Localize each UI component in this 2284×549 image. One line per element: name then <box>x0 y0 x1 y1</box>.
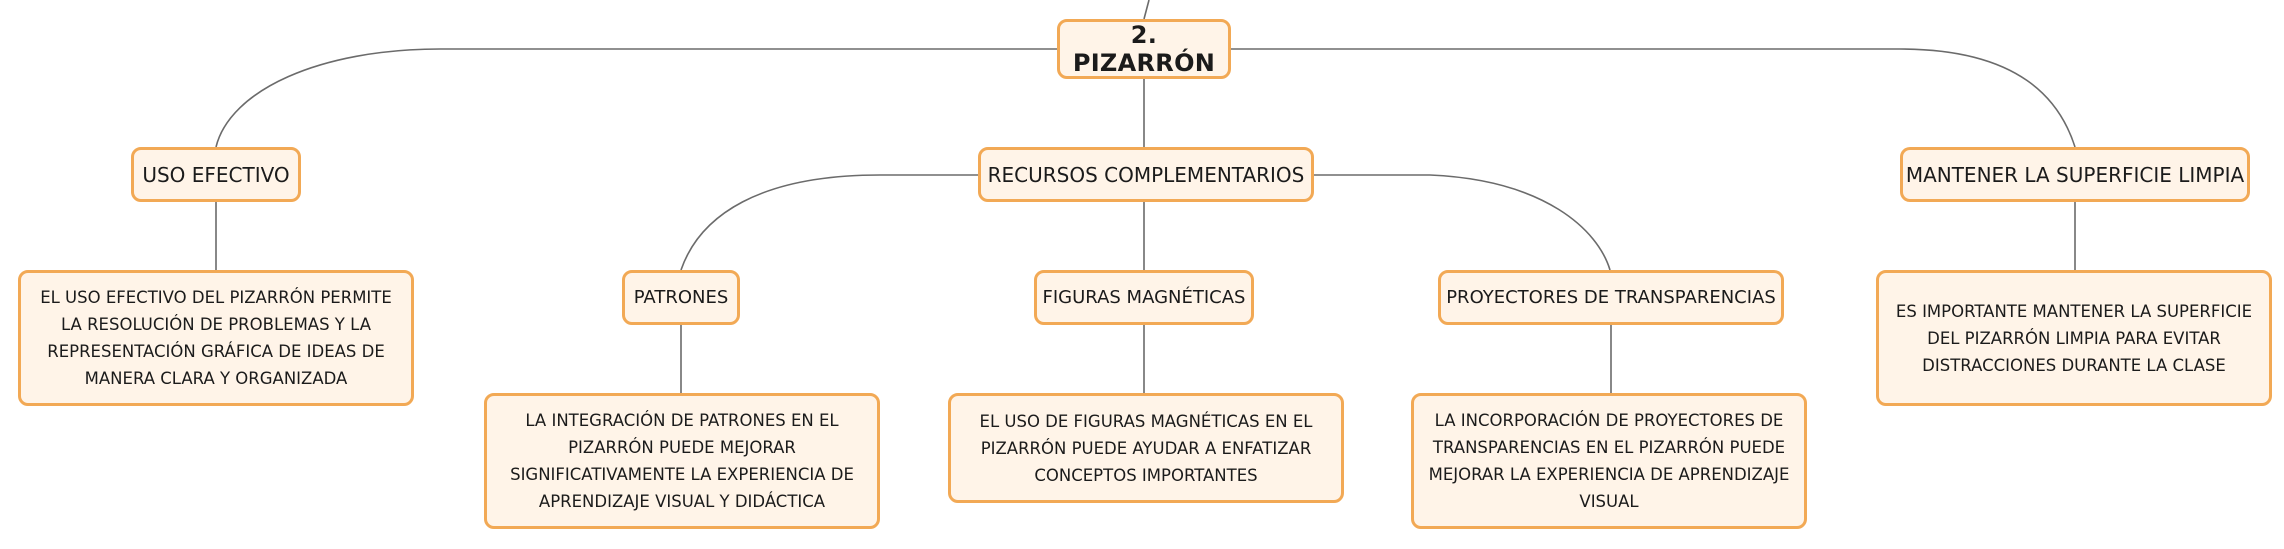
note-mantener-superficie[interactable]: ES IMPORTANTE MANTENER LA SUPERFICIE DEL… <box>1876 270 2272 406</box>
central-topic-node[interactable]: 2. PIZARRÓN <box>1057 19 1231 79</box>
connector-root-to-mantener <box>1231 48 2076 148</box>
note-uso-efectivo-text: EL USO EFECTIVO DEL PIZARRÓN PERMITE LA … <box>40 288 392 388</box>
note-figuras-magneticas[interactable]: EL USO DE FIGURAS MAGNÉTICAS EN EL PIZAR… <box>948 393 1344 503</box>
note-proyectores-transparencias[interactable]: LA INCORPORACIÓN DE PROYECTORES DE TRANS… <box>1411 393 1807 529</box>
note-patrones[interactable]: LA INTEGRACIÓN DE PATRONES EN EL PIZARRÓ… <box>484 393 880 529</box>
note-mantener-superficie-text: ES IMPORTANTE MANTENER LA SUPERFICIE DEL… <box>1895 301 2253 375</box>
subtopic-patrones[interactable]: PATRONES <box>622 270 740 325</box>
connector-parent-to-root <box>1143 0 1150 20</box>
topic-mantener-superficie-limpia-label: MANTENER LA SUPERFICIE LIMPIA <box>1905 162 2245 187</box>
topic-recursos-complementarios[interactable]: RECURSOS COMPLEMENTARIOS <box>978 147 1314 202</box>
note-patrones-text: LA INTEGRACIÓN DE PATRONES EN EL PIZARRÓ… <box>510 411 854 511</box>
note-figuras-magneticas-text: EL USO DE FIGURAS MAGNÉTICAS EN EL PIZAR… <box>979 411 1313 485</box>
topic-uso-efectivo-label: USO EFECTIVO <box>142 162 290 187</box>
subtopic-figuras-magneticas-label: FIGURAS MAGNÉTICAS <box>1042 287 1246 308</box>
connector-recursos-to-proyectores <box>1314 174 1611 271</box>
note-uso-efectivo[interactable]: EL USO EFECTIVO DEL PIZARRÓN PERMITE LA … <box>18 270 414 406</box>
subtopic-proyectores-transparencias[interactable]: PROYECTORES DE TRANSPARENCIAS <box>1438 270 1784 325</box>
subtopic-proyectores-transparencias-label: PROYECTORES DE TRANSPARENCIAS <box>1446 287 1776 308</box>
topic-recursos-complementarios-label: RECURSOS COMPLEMENTARIOS <box>987 162 1305 187</box>
note-proyectores-transparencias-text: LA INCORPORACIÓN DE PROYECTORES DE TRANS… <box>1428 411 1790 511</box>
topic-mantener-superficie-limpia[interactable]: MANTENER LA SUPERFICIE LIMPIA <box>1900 147 2250 202</box>
central-topic-label: 2. PIZARRÓN <box>1072 21 1216 77</box>
subtopic-patrones-label: PATRONES <box>633 287 729 308</box>
subtopic-figuras-magneticas[interactable]: FIGURAS MAGNÉTICAS <box>1034 270 1254 325</box>
topic-uso-efectivo[interactable]: USO EFECTIVO <box>131 147 301 202</box>
connector-recursos-to-patrones <box>680 174 978 271</box>
connector-root-to-uso-efectivo <box>215 48 1057 148</box>
